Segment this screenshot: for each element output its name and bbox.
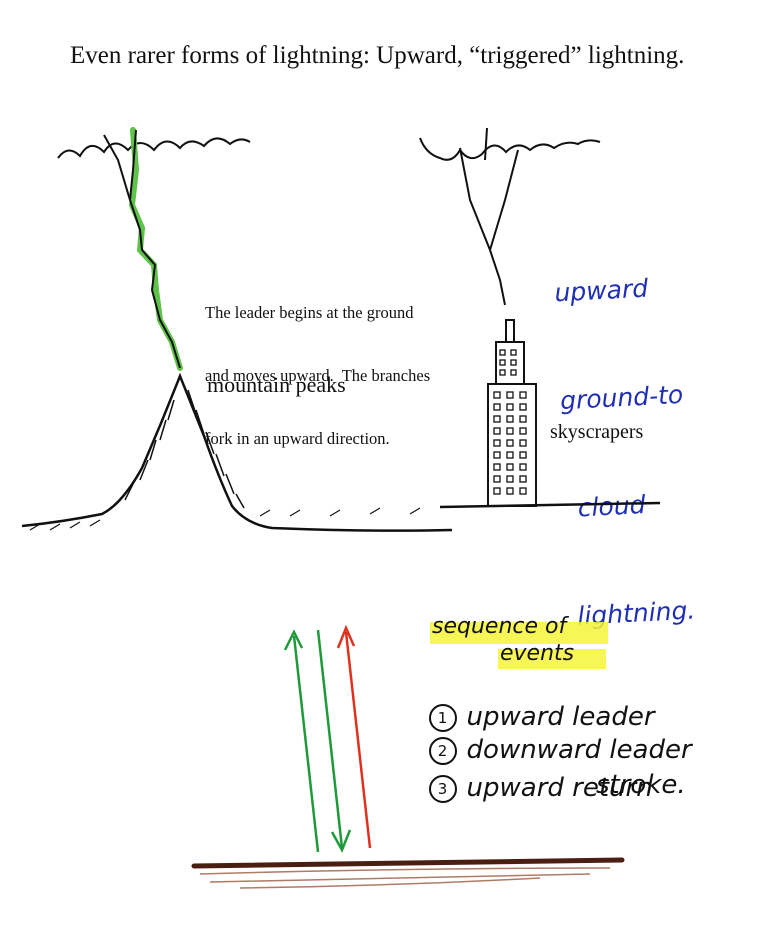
events-highlight bbox=[498, 649, 606, 669]
right-cloud bbox=[419, 137, 601, 161]
description-line: fork in an upward direction. bbox=[205, 429, 390, 448]
left-cloud bbox=[57, 137, 251, 159]
upward-leader-arrow bbox=[292, 635, 320, 853]
sequence-title-events: events bbox=[500, 641, 575, 666]
mountain-shading bbox=[124, 389, 245, 509]
step-2: 2 downward leader bbox=[412, 705, 692, 765]
left-lightning bbox=[103, 134, 181, 369]
step-number: 2 bbox=[428, 736, 457, 765]
skyscraper-antenna bbox=[505, 319, 515, 343]
sequence-title: sequence of bbox=[432, 614, 567, 639]
page-title: Even rarer forms of lightning: Upward, “… bbox=[70, 42, 685, 69]
right-lightning-branch-2 bbox=[484, 127, 488, 161]
downward-leader-arrowhead bbox=[330, 829, 352, 853]
step-3: 3 upward return bbox=[412, 743, 653, 803]
skyscrapers-label: skyscrapers bbox=[550, 421, 644, 443]
left-lightning-green bbox=[128, 127, 183, 371]
downward-leader-arrow bbox=[316, 629, 344, 849]
description-line: and moves upward. The branches bbox=[205, 366, 431, 385]
mountain-ground-hatch bbox=[29, 507, 421, 531]
return-stroke-arrow bbox=[344, 631, 372, 849]
right-lightning-branch bbox=[489, 149, 519, 251]
mountain-peaks-label: mountain peaks bbox=[207, 372, 346, 397]
step-text: upward leader bbox=[466, 702, 655, 732]
step-text: downward leader bbox=[466, 735, 692, 765]
step-text: upward return bbox=[466, 773, 653, 803]
step-number: 3 bbox=[428, 774, 457, 803]
step-number: 1 bbox=[428, 703, 457, 732]
step-3-continued: stroke. bbox=[596, 770, 686, 800]
ground-shading bbox=[199, 867, 611, 889]
leader-description: The leader begins at the ground and move… bbox=[205, 260, 430, 470]
ground-line bbox=[191, 857, 625, 869]
description-line: The leader begins at the ground bbox=[205, 303, 414, 322]
sequence-highlight bbox=[430, 622, 608, 644]
right-lightning bbox=[459, 147, 506, 306]
mountain bbox=[21, 372, 453, 532]
skyscraper-ground bbox=[439, 501, 661, 509]
left-lightning-branch bbox=[129, 129, 137, 201]
step-1: 1 upward leader bbox=[412, 672, 655, 732]
return-stroke-arrowhead bbox=[336, 624, 356, 649]
skyscraper-windows bbox=[493, 349, 527, 495]
upward-leader-arrowhead bbox=[283, 629, 304, 651]
